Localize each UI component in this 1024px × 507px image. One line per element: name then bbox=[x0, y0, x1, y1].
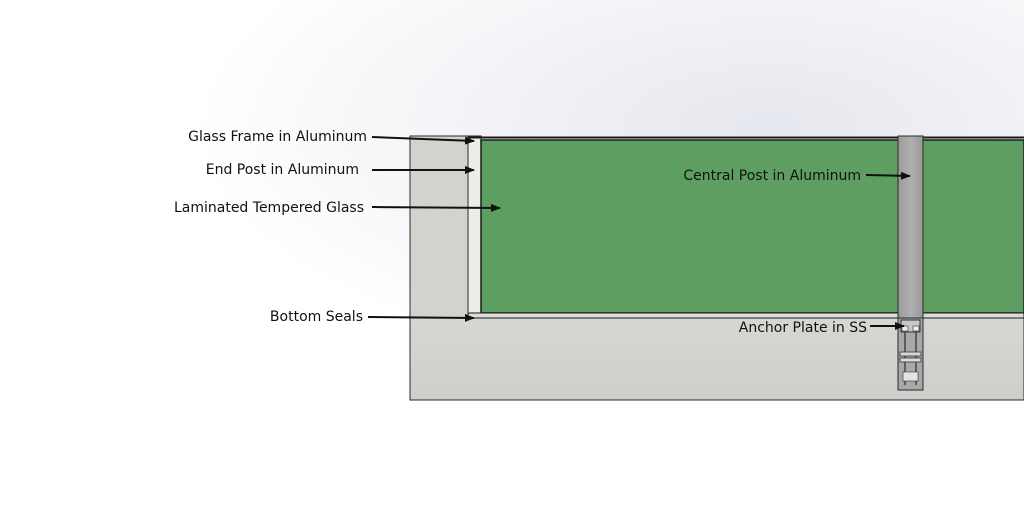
bottom-seals bbox=[467, 312, 1024, 319]
central-post bbox=[897, 135, 924, 319]
arrow-central-post bbox=[865, 171, 911, 180]
anchor-foot bbox=[902, 371, 919, 382]
label-end-post: End Post in Aluminum bbox=[205, 162, 359, 178]
anchor-clamp-2 bbox=[899, 357, 922, 363]
end-post bbox=[409, 135, 469, 319]
arrow-glass-frame bbox=[371, 136, 475, 145]
label-anchor-plate: Anchor Plate in SS bbox=[738, 320, 867, 336]
label-bottom-seals: Bottom Seals bbox=[269, 309, 363, 325]
glass-frame bbox=[467, 135, 482, 319]
glass-panel bbox=[480, 139, 1024, 314]
label-central-post: Central Post in Aluminum bbox=[683, 168, 861, 184]
label-glass-frame: Glass Frame in Aluminum bbox=[188, 129, 367, 145]
concrete-base bbox=[409, 317, 1024, 401]
arrow-bottom-seals bbox=[367, 313, 475, 322]
anchor-nut-2 bbox=[912, 325, 920, 332]
anchor-clamp-1 bbox=[899, 351, 922, 357]
arrow-laminated-glass bbox=[371, 203, 501, 212]
label-laminated-glass: Laminated Tempered Glass bbox=[173, 200, 364, 216]
